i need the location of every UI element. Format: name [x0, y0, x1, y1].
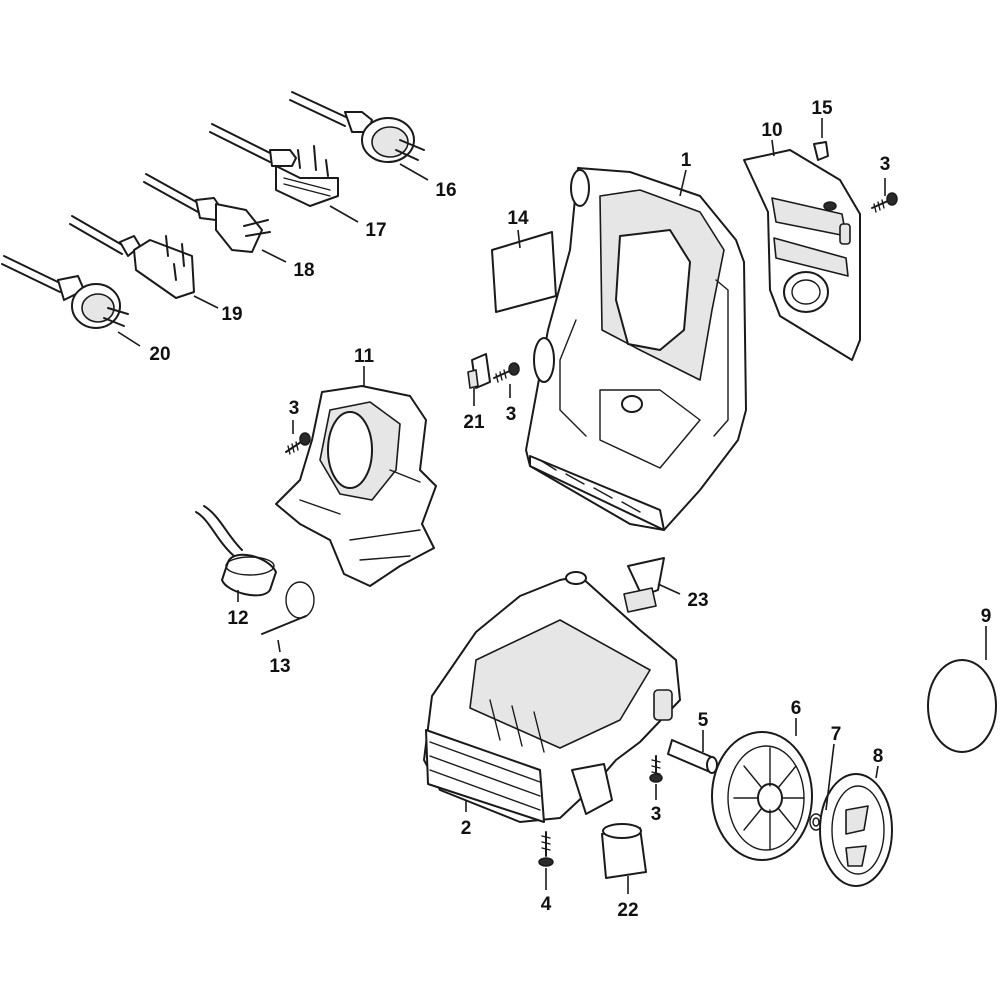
screw-3-base	[649, 755, 663, 783]
screw-3-fan	[285, 432, 311, 455]
callout-8: 8	[873, 746, 884, 767]
callout-16: 16	[435, 180, 456, 201]
callout-3: 3	[880, 154, 891, 175]
callout-20: 20	[149, 344, 170, 365]
callout-17: 17	[365, 220, 386, 241]
cable-tie-13	[261, 581, 315, 635]
main-housing-1	[525, 167, 747, 531]
holder-23	[623, 557, 665, 613]
plug-18	[143, 173, 271, 253]
plug-19	[69, 215, 195, 299]
label-sticker-14	[491, 231, 557, 313]
screw-3-top-right	[871, 192, 898, 213]
callout-2: 2	[461, 818, 472, 839]
callout-19: 19	[221, 304, 242, 325]
foot-22	[601, 823, 647, 879]
screw-4	[538, 831, 554, 867]
callout-3: 3	[651, 804, 662, 825]
callout-18: 18	[293, 260, 314, 281]
callout-labels: 1 2 3 3 3 3 4 5 6 7 8 9 10 11 12 13 14 1…	[149, 98, 991, 921]
callout-9: 9	[981, 606, 992, 627]
capacitor-12	[195, 505, 277, 597]
leader-lines	[117, 118, 987, 894]
callout-3: 3	[506, 404, 517, 425]
callout-22: 22	[617, 900, 638, 921]
callout-6: 6	[791, 698, 802, 719]
callout-3: 3	[289, 398, 300, 419]
callout-4: 4	[541, 894, 552, 915]
callout-15: 15	[811, 98, 833, 119]
callout-14: 14	[507, 208, 529, 229]
plug-16	[289, 91, 425, 163]
clip-15	[813, 141, 829, 161]
callout-7: 7	[831, 724, 842, 745]
hubcap-8	[819, 773, 893, 887]
callout-10: 10	[761, 120, 782, 141]
o-ring-9	[927, 659, 997, 753]
callout-21: 21	[463, 412, 485, 433]
fan-housing-11	[275, 385, 437, 587]
screw-3-bracket	[493, 362, 520, 383]
callout-11: 11	[354, 346, 375, 367]
wheel-6	[711, 731, 813, 861]
callout-5: 5	[698, 710, 709, 731]
callout-13: 13	[269, 656, 290, 677]
callout-12: 12	[227, 608, 248, 629]
rear-cover-10	[743, 149, 861, 361]
plug-20	[1, 255, 129, 329]
base-2	[423, 571, 681, 823]
axle-5	[667, 739, 718, 774]
callout-23: 23	[687, 590, 708, 611]
plug-17	[209, 123, 339, 207]
bracket-21	[467, 353, 491, 389]
callout-1: 1	[681, 150, 692, 171]
